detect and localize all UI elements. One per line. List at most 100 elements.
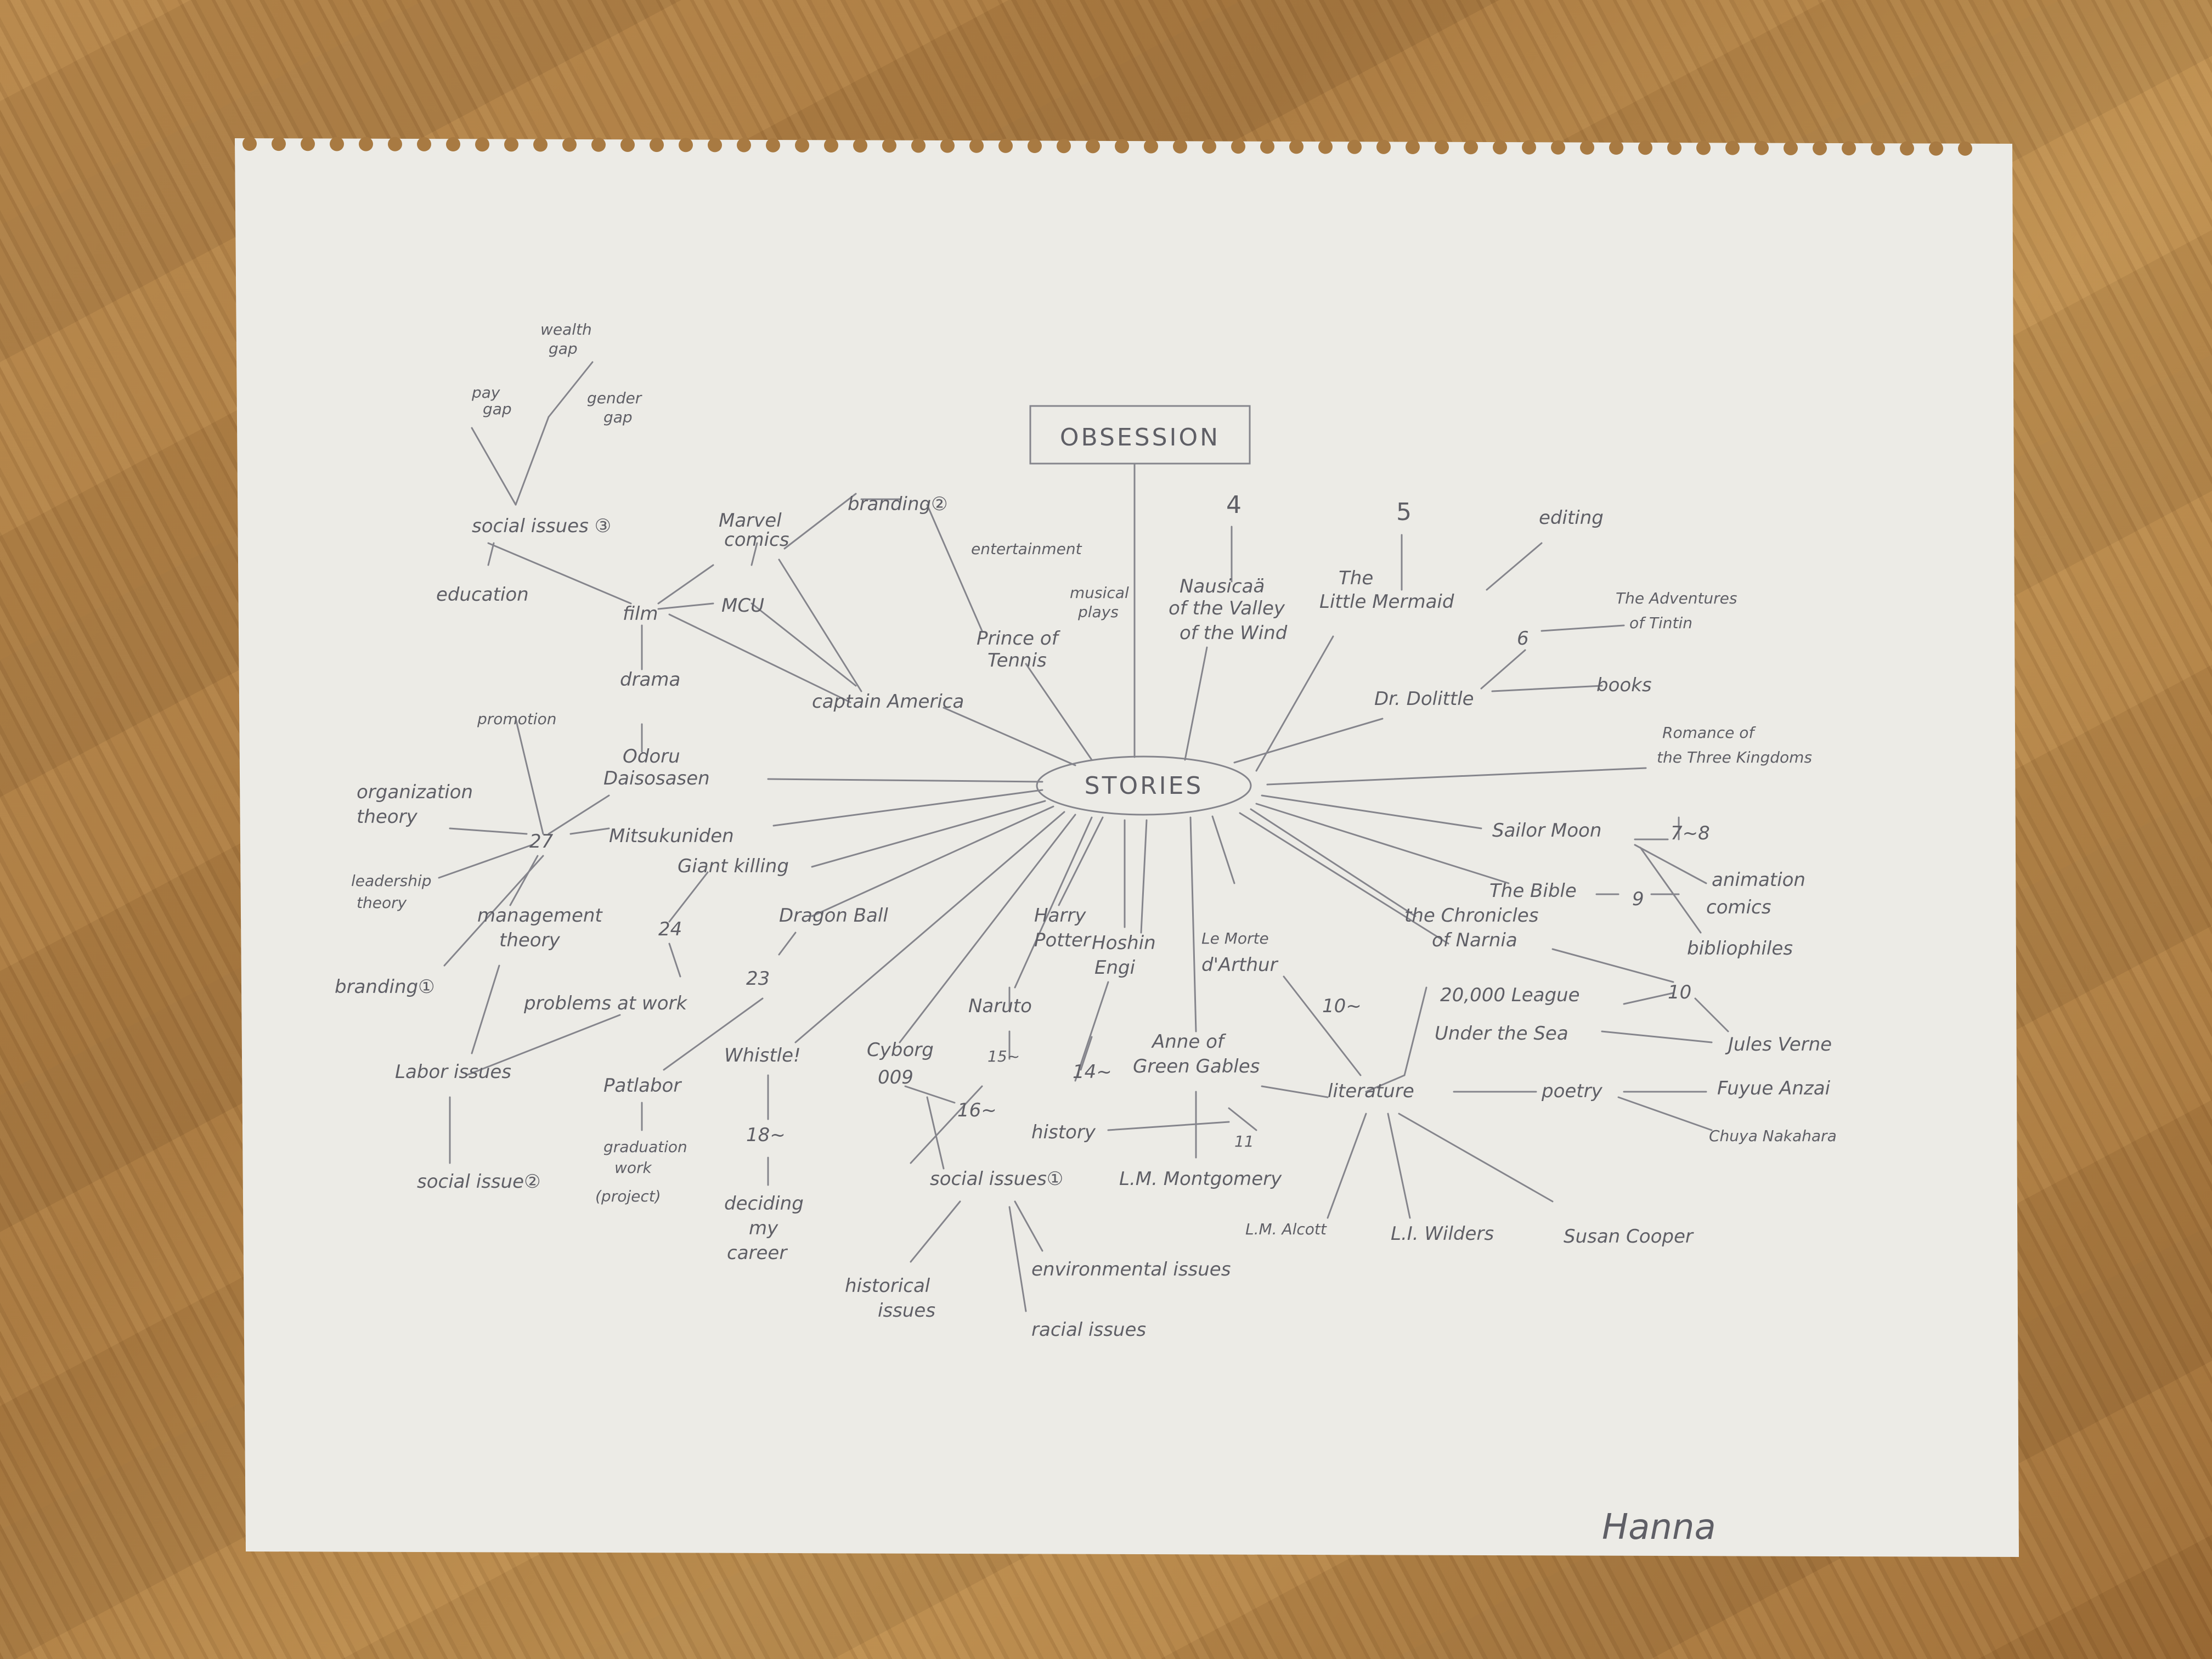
perforation-hole [1725, 140, 1740, 155]
harry-potter-label-2: Potter [1034, 929, 1092, 951]
perforation-hole [242, 137, 257, 151]
perforation-hole [1696, 140, 1711, 155]
age-18-label: 18~ [746, 1124, 786, 1146]
perforation-hole [1842, 141, 1856, 156]
social-issues-1-label: social issues① [930, 1168, 1063, 1190]
bibliophiles-label: bibliophiles [1687, 938, 1793, 960]
le-morte-label: Le Morte [1201, 929, 1269, 947]
prince-of-tennis-label-2: Tennis [988, 650, 1047, 672]
perforation-hole [679, 138, 693, 153]
stories-center-node: STORIES [1036, 755, 1252, 816]
patlabor-label: Patlabor [603, 1075, 682, 1097]
perforation-hole [1522, 140, 1536, 155]
perforation-hole [998, 138, 1013, 153]
perforation-hole [388, 137, 402, 151]
gender-gap-label-2: gap [603, 408, 633, 426]
perforation-hole [824, 138, 838, 153]
graduation-work-label-2: work [614, 1159, 653, 1177]
organization-theory-label: organization [357, 781, 473, 803]
perforation-hole [1493, 140, 1507, 155]
anne-label: Anne of [1151, 1031, 1227, 1053]
little-mermaid-label-2: Little Mermaid [1319, 591, 1454, 613]
perforation-hole [475, 137, 489, 152]
drama-label: drama [620, 669, 680, 691]
odoru-label: Odoru [623, 746, 680, 768]
pay-gap-label-2: gap [483, 400, 512, 418]
perforation-hole [359, 137, 373, 151]
wealth-gap-label-2: gap [549, 340, 578, 358]
perforation-hole [1318, 139, 1333, 154]
nausicaa-label: Nausicaä [1180, 575, 1265, 597]
age-23-label: 23 [746, 968, 770, 990]
animation-comics-label-2: comics [1706, 896, 1771, 918]
management-theory-label-2: theory [499, 929, 561, 951]
perforation-hole [708, 138, 722, 153]
perforation-hole [1086, 139, 1100, 154]
perforation-hole [272, 137, 286, 151]
perforation-hole [1347, 139, 1362, 154]
stories-label: STORIES [1085, 772, 1204, 800]
age-10-tilde-label: 10~ [1322, 995, 1362, 1017]
social-issue-2-label: social issue② [417, 1171, 541, 1193]
literature-label: literature [1328, 1080, 1414, 1102]
perforation-hole [940, 138, 955, 153]
perforation-hole [737, 138, 751, 153]
environmental-issues-label: environmental issues [1031, 1259, 1231, 1280]
editing-label: editing [1539, 507, 1604, 529]
hoshin-engi-label-2: Engi [1094, 957, 1136, 979]
perforation-hole [330, 137, 344, 151]
chuya-nakahara-label: Chuya Nakahara [1709, 1127, 1837, 1145]
perforation-hole [1057, 139, 1071, 154]
li-wilders-label: L.I. Wilders [1391, 1223, 1494, 1245]
dr-dolittle-label: Dr. Dolittle [1374, 688, 1474, 710]
twenty-thousand-label-2: Under the Sea [1435, 1023, 1568, 1045]
perforation-hole [301, 137, 315, 151]
connector-lines [438, 361, 1729, 1312]
perforation-hole [911, 138, 926, 153]
perforation-hole [562, 137, 577, 152]
age-14-label: 14~ [1073, 1061, 1112, 1083]
film-label: film [623, 603, 658, 625]
gender-gap-label: gender [587, 389, 642, 407]
perforation-hole [766, 138, 780, 153]
age-24-label: 24 [658, 918, 682, 940]
perforation-hole [1929, 141, 1943, 156]
perforation-hole [1028, 139, 1042, 154]
organization-theory-label-2: theory [357, 806, 418, 828]
perforation-hole [1638, 140, 1652, 155]
cyborg-label: Cyborg [867, 1039, 934, 1061]
perforation-hole [446, 137, 460, 152]
nausicaa-label-3: of the Wind [1180, 622, 1288, 644]
musical-plays-label: musical [1070, 584, 1129, 602]
perforation-hole [417, 137, 431, 151]
age-9-label: 9 [1632, 888, 1644, 910]
perforation-holes [242, 137, 1972, 156]
age-7-8-label: 7~8 [1671, 822, 1710, 844]
age-4-label: 4 [1226, 491, 1242, 519]
perforation-hole [1754, 140, 1769, 155]
historical-issues-label: historical [845, 1275, 930, 1297]
perforation-hole [1784, 140, 1798, 155]
jules-verne-label: Jules Verne [1725, 1034, 1832, 1056]
historical-issues-label-2: issues [878, 1300, 935, 1322]
hoshin-engi-label: Hoshin [1092, 932, 1156, 954]
signature: Hanna [1602, 1507, 1716, 1548]
age-16-label: 16~ [957, 1099, 997, 1121]
perforation-hole [853, 138, 867, 153]
nausicaa-label-2: of the Valley [1169, 597, 1285, 619]
deciding-career-label-2: my [749, 1217, 778, 1239]
susan-cooper-label: Susan Cooper [1564, 1226, 1694, 1248]
dragon-ball-label: Dragon Ball [779, 905, 888, 927]
prince-of-tennis-label: Prince of [977, 628, 1061, 650]
age-10-label: 10 [1668, 981, 1691, 1003]
perforation-hole [1144, 139, 1158, 154]
marvel-comics-label: Marvel [719, 510, 782, 532]
romance-label: Romance of [1662, 724, 1756, 742]
perforation-hole [1231, 139, 1245, 154]
captain-america-label: captain America [812, 691, 964, 713]
perforation-hole [1289, 139, 1304, 154]
perforation-hole [1580, 140, 1594, 155]
perforation-hole [1202, 139, 1216, 154]
perforation-hole [533, 137, 548, 152]
marvel-comics-label-2: comics [724, 529, 789, 551]
